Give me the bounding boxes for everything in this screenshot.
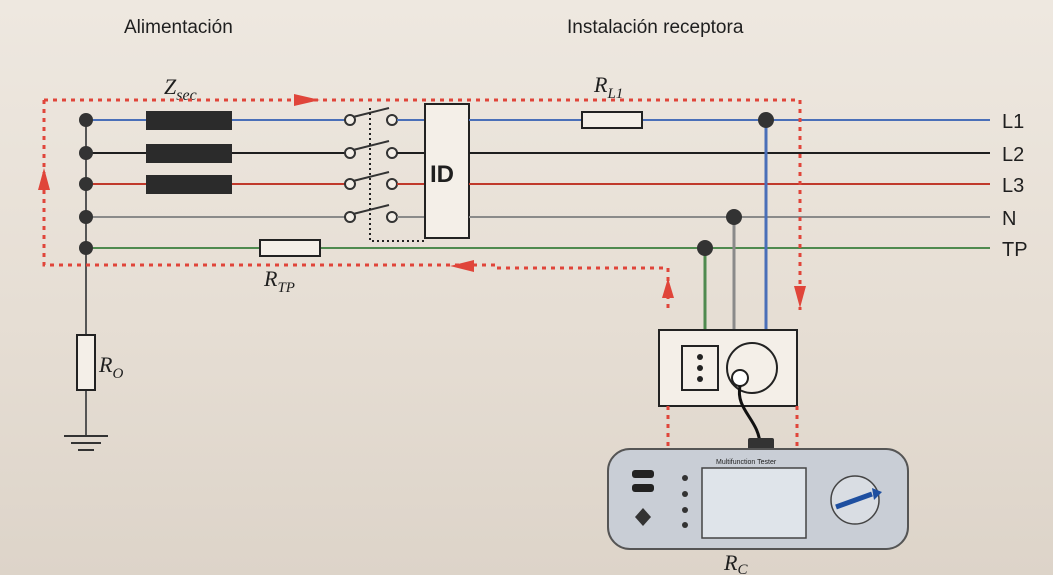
rtp-label: RTP <box>263 266 295 296</box>
node-l3 <box>79 177 93 191</box>
loop-arrow-up <box>662 278 674 298</box>
ro-label: RO <box>98 352 123 382</box>
line-label-l1: L1 <box>1002 111 1024 133</box>
line-label-tp: TP <box>1002 239 1028 261</box>
tap-node-n <box>726 209 742 225</box>
tester-connector <box>748 438 774 450</box>
fault-loop-bottom <box>42 100 670 310</box>
line-label-l2: L2 <box>1002 144 1024 166</box>
tester-dpad <box>635 508 651 526</box>
node-tp <box>79 241 93 255</box>
rc-label: RC <box>723 550 748 575</box>
rl1-label: RL1 <box>593 72 623 102</box>
supply-header: Alimentación <box>124 17 233 38</box>
tester-brand: Multifunction Tester <box>716 459 777 466</box>
tester-dial-pointer <box>835 491 873 510</box>
socket-round <box>726 342 778 394</box>
resistor-rtp <box>259 239 321 257</box>
node-n <box>79 210 93 224</box>
impedance-l1 <box>146 111 232 130</box>
tester-screen <box>701 467 807 539</box>
fault-loop-top <box>44 98 802 310</box>
impedance-l3 <box>146 175 232 194</box>
plug <box>731 369 749 387</box>
tap-node-l1 <box>758 112 774 128</box>
ground-icon <box>64 435 108 451</box>
tester-button-minus <box>632 470 654 478</box>
line-label-l3: L3 <box>1002 175 1024 197</box>
installation-header: Instalación receptora <box>567 17 744 38</box>
tap-node-tp <box>697 240 713 256</box>
node-l1 <box>79 113 93 127</box>
loop-arrow-left <box>450 260 474 272</box>
resistor-ro <box>76 334 96 391</box>
socket-face <box>681 345 719 391</box>
resistor-rl1 <box>581 111 643 129</box>
differential-switch-label: ID <box>430 161 454 188</box>
differential-switch <box>424 103 470 239</box>
line-label-n: N <box>1002 208 1016 230</box>
tester-button-minus2 <box>632 484 654 492</box>
node-l2 <box>79 146 93 160</box>
loop-arrow-right <box>294 94 320 106</box>
loop-arrow-up-left <box>38 168 50 190</box>
impedance-l2 <box>146 144 232 163</box>
loop-arrow-down <box>794 286 806 308</box>
